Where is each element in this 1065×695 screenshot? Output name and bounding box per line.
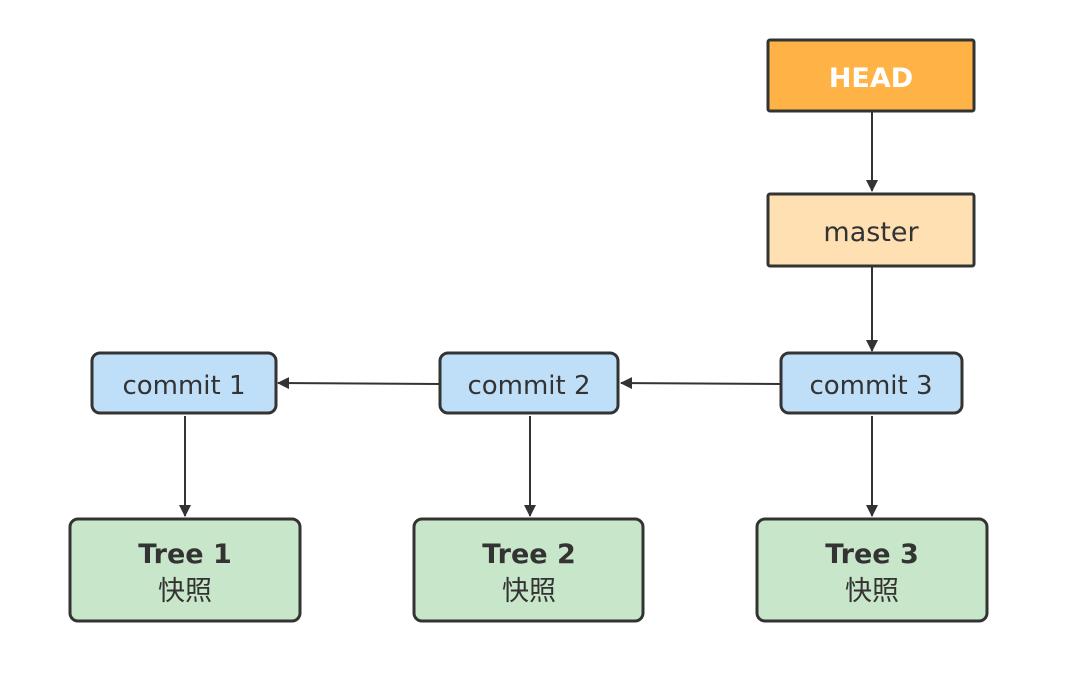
- tree-subtitle-1: 快照: [158, 576, 212, 607]
- commit-node-2: commit 2: [438, 351, 620, 415]
- edge-commit-2-to-commit-1: [277, 377, 441, 390]
- head-node: HEAD: [766, 38, 976, 113]
- commit-node-3: commit 3: [779, 351, 964, 415]
- commit-label-3: commit 3: [809, 371, 932, 401]
- commit-label-2: commit 2: [467, 371, 590, 401]
- tree-title-3: Tree 3: [825, 539, 919, 570]
- tree-title-2: Tree 2: [482, 539, 576, 570]
- commit-label-1: commit 1: [122, 371, 245, 401]
- commit-box-2: [438, 351, 620, 415]
- head-label: HEAD: [829, 63, 913, 94]
- master-node: master: [766, 192, 976, 268]
- tree-subtitle-2: 快照: [502, 576, 556, 607]
- tree-box-1: [68, 517, 302, 623]
- edges: [179, 112, 878, 517]
- edge-commit-3-to-commit-2: [620, 377, 782, 390]
- commit-node-1: commit 1: [90, 351, 278, 415]
- tree-box-2: [412, 517, 645, 623]
- tree-title-1: Tree 1: [138, 539, 232, 570]
- commit-box-3: [779, 351, 964, 415]
- head-box: [766, 38, 976, 113]
- tree-node-1: Tree 1 快照: [68, 517, 302, 623]
- tree-node-3: Tree 3 快照: [755, 517, 989, 623]
- master-box: [766, 192, 976, 268]
- tree-box-3: [755, 517, 989, 623]
- commit-box-1: [90, 351, 278, 415]
- master-label: master: [823, 217, 919, 248]
- tree-node-2: Tree 2 快照: [412, 517, 645, 623]
- tree-subtitle-3: 快照: [845, 576, 899, 607]
